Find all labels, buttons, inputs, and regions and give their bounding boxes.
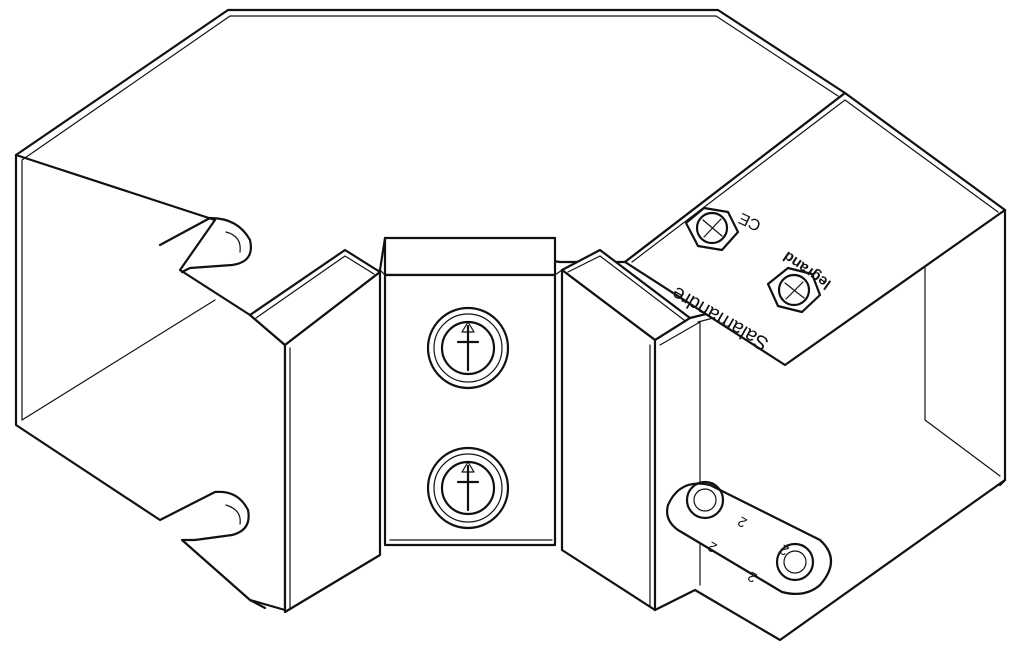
left-flange bbox=[248, 248, 382, 614]
slot-notch-upper bbox=[158, 216, 252, 274]
hex-nut-right bbox=[766, 266, 822, 314]
splice-bolt-upper bbox=[685, 480, 725, 520]
center-plate bbox=[379, 236, 563, 547]
left-side-wall bbox=[14, 153, 287, 612]
splice-bolt-lower bbox=[775, 542, 815, 582]
hex-nut-left bbox=[684, 206, 740, 252]
screw-upper bbox=[426, 306, 510, 390]
slot-notch-lower bbox=[225, 504, 241, 525]
screw-lower bbox=[426, 446, 510, 530]
right-flange bbox=[560, 248, 692, 612]
